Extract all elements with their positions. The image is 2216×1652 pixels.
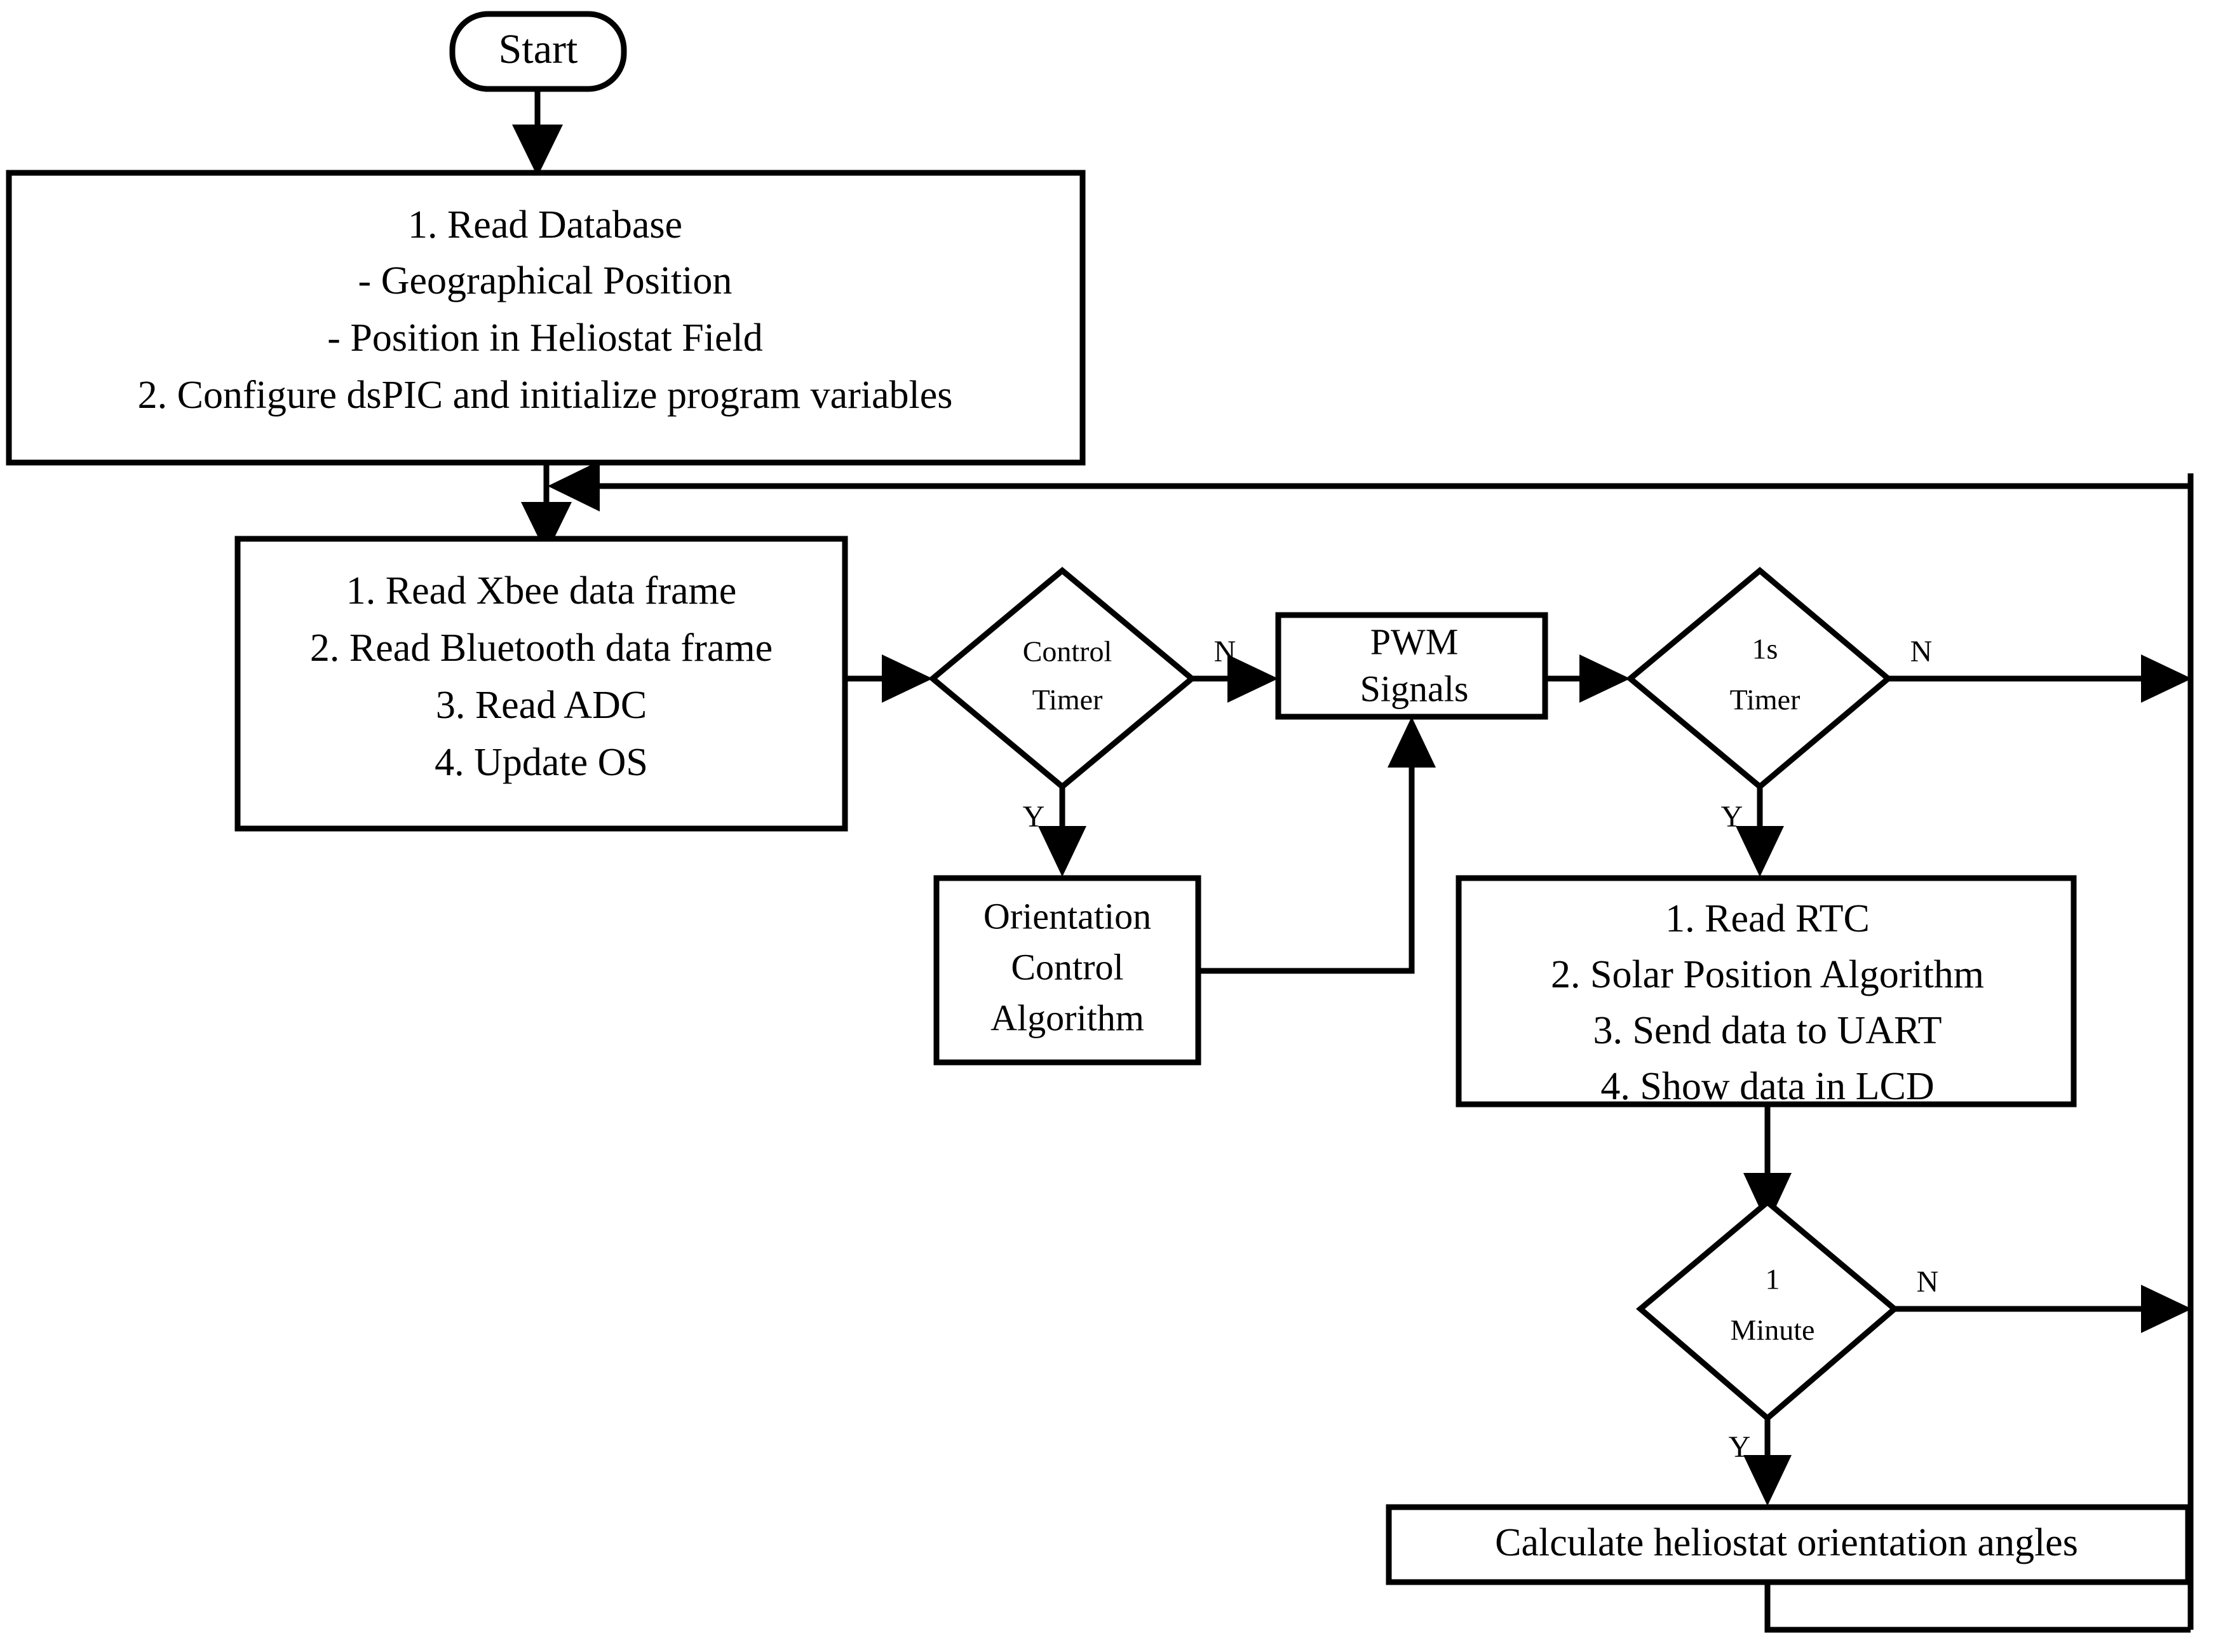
node-rtc-line-1: 1. Read RTC: [1665, 897, 1870, 940]
node-main-loop[interactable]: 1. Read Xbee data frame 2. Read Bluetoot…: [234, 536, 848, 832]
node-orientation-control[interactable]: Orientation Control Algorithm: [933, 875, 1201, 1066]
node-pwm-line-1: PWM: [1370, 621, 1459, 662]
node-main-loop-line-1: 1. Read Xbee data frame: [346, 569, 737, 613]
edge-1minute-no-to-loop: [1895, 1285, 2192, 1333]
node-rtc-line-3: 3. Send data to UART: [1593, 1009, 1942, 1052]
edge-init-to-mainloop: [521, 464, 572, 554]
node-control-timer-line-2: Timer: [1032, 684, 1103, 716]
edge-loop-return: [548, 461, 2194, 1630]
node-calc-angles[interactable]: Calculate heliostat orientation angles: [1386, 1504, 2191, 1585]
node-orientation-line-2: Control: [1011, 946, 1123, 987]
node-calc-angles-label: Calculate heliostat orientation angles: [1495, 1521, 2078, 1564]
edge-calc-to-loop: [1764, 1582, 2191, 1633]
node-control-timer-line-1: Control: [1023, 635, 1112, 668]
label-1s-timer-yes: Y: [1721, 800, 1743, 834]
edge-1stimer-yes-to-rtc: [1736, 787, 1784, 877]
node-orientation-line-1: Orientation: [983, 895, 1151, 937]
node-pwm-line-2: Signals: [1360, 668, 1469, 709]
node-rtc-line-2: 2. Solar Position Algorithm: [1551, 953, 1984, 996]
node-pwm-signals[interactable]: PWM Signals: [1275, 612, 1548, 720]
node-1-minute[interactable]: 1 Minute N Y: [1636, 1198, 1939, 1464]
node-control-timer[interactable]: Control Timer N Y: [928, 567, 1236, 834]
label-control-timer-no: N: [1214, 635, 1236, 668]
node-1-minute-line-1: 1: [1766, 1263, 1780, 1296]
node-init[interactable]: 1. Read Database - Geographical Position…: [6, 170, 1086, 466]
node-orientation-line-3: Algorithm: [990, 997, 1144, 1038]
edge-pwm-to-1stimer: [1545, 654, 1630, 703]
edge-orientation-to-pwm: [1198, 717, 1436, 974]
node-main-loop-line-3: 3. Read ADC: [436, 684, 647, 727]
node-init-line-3: - Position in Heliostat Field: [327, 316, 762, 360]
node-start-label: Start: [499, 26, 578, 72]
label-1-minute-yes: Y: [1729, 1430, 1751, 1464]
node-init-line-4: 2. Configure dsPIC and initialize progra…: [138, 374, 953, 417]
node-1s-timer-line-2: Timer: [1730, 684, 1800, 716]
label-control-timer-yes: Y: [1023, 800, 1045, 834]
node-1s-timer[interactable]: 1s Timer N Y: [1625, 567, 1933, 834]
node-init-line-1: 1. Read Database: [408, 203, 682, 247]
edge-1stimer-no-to-loop: [1888, 654, 2192, 703]
node-start[interactable]: Start: [449, 11, 627, 92]
node-rtc-line-4: 4. Show data in LCD: [1600, 1065, 1934, 1108]
node-1-minute-line-2: Minute: [1731, 1314, 1815, 1346]
node-main-loop-line-4: 4. Update OS: [435, 741, 648, 784]
node-init-line-2: - Geographical Position: [358, 259, 733, 302]
node-1s-timer-line-1: 1s: [1752, 633, 1778, 665]
edge-start-to-init: [512, 87, 563, 177]
node-rtc-block[interactable]: 1. Read RTC 2. Solar Position Algorithm …: [1456, 875, 2077, 1108]
label-1s-timer-no: N: [1910, 635, 1933, 668]
label-1-minute-no: N: [1917, 1265, 1939, 1299]
node-main-loop-line-2: 2. Read Bluetooth data frame: [310, 626, 773, 670]
edge-controltimer-no-to-pwm: [1192, 654, 1278, 703]
edge-1minute-yes-to-calc: [1743, 1418, 1792, 1506]
edge-mainloop-to-controltimer: [845, 654, 933, 703]
edge-controltimer-yes-to-orientation: [1038, 787, 1086, 877]
